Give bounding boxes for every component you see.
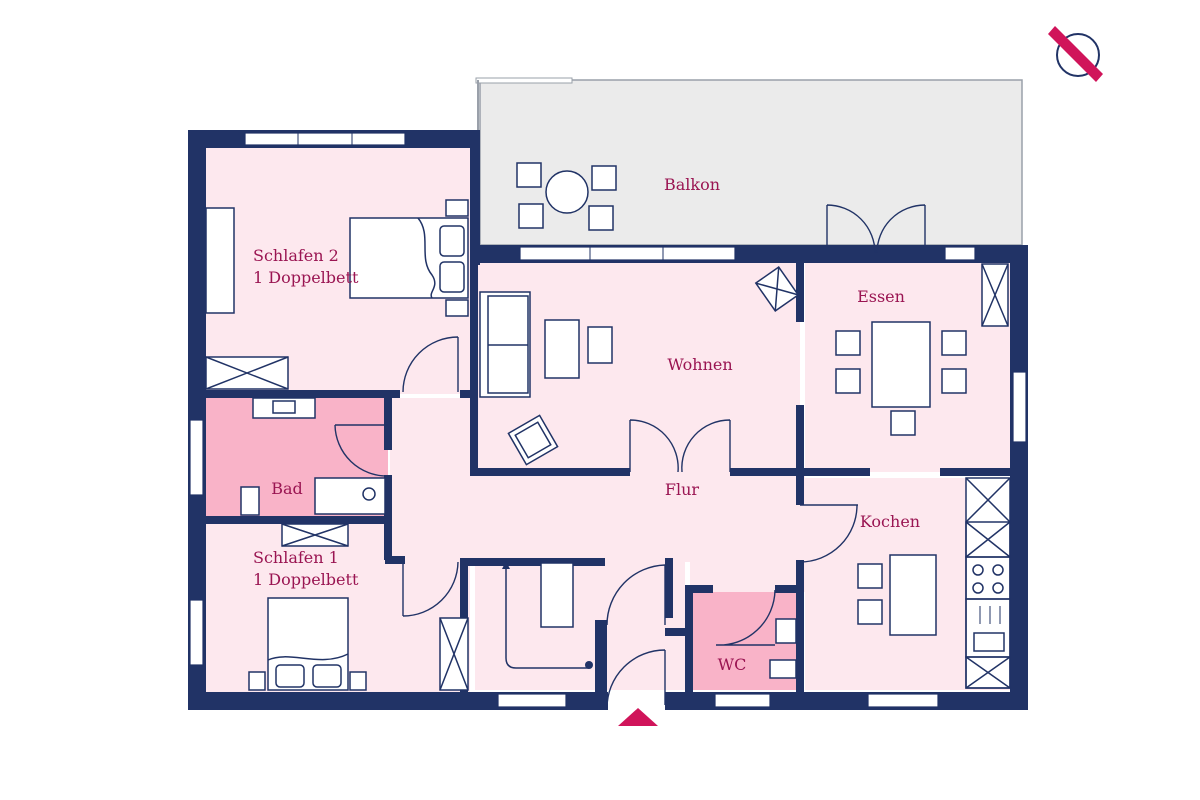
label-essen: Essen bbox=[857, 287, 905, 306]
label-flur: Flur bbox=[665, 480, 700, 499]
entrance-triangle-icon bbox=[618, 708, 658, 726]
sink bbox=[252, 397, 316, 419]
shower bbox=[314, 477, 386, 515]
toilet bbox=[240, 486, 260, 516]
label-balkon: Balkon bbox=[664, 175, 720, 194]
balcony-area bbox=[475, 77, 1023, 246]
wardrobe bbox=[205, 207, 235, 314]
round-table bbox=[545, 170, 589, 214]
label-schlafen1-beds: 1 Doppelbett bbox=[253, 570, 359, 589]
label-wc: WC bbox=[718, 655, 747, 674]
dining-table bbox=[871, 321, 931, 408]
label-wohnen: Wohnen bbox=[667, 355, 732, 374]
windows bbox=[189, 132, 1027, 708]
coffee-table bbox=[544, 319, 580, 379]
furniture bbox=[205, 162, 1011, 691]
armchair bbox=[507, 414, 559, 466]
doors bbox=[334, 204, 926, 709]
room-labels: Balkon Schlafen 2 1 Doppelbett Wohnen Es… bbox=[253, 175, 920, 674]
label-schlafen2-beds: 1 Doppelbett bbox=[253, 268, 359, 287]
label-schlafen2-name: Schlafen 2 bbox=[253, 246, 339, 265]
label-schlafen1-name: Schlafen 1 bbox=[253, 548, 339, 567]
kitchen-table bbox=[889, 554, 937, 636]
label-bad: Bad bbox=[271, 479, 303, 498]
label-kochen: Kochen bbox=[860, 512, 920, 531]
north-arrow-icon bbox=[1048, 26, 1103, 82]
